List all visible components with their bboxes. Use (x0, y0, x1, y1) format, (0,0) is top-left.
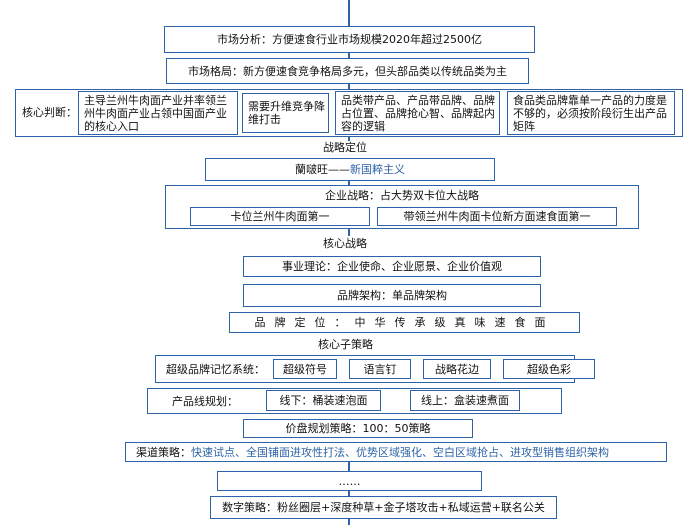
channel-strategy-box: 渠道策略：快速试点、全国铺面进攻性打法、优势区域强化、空白区域抢占、进攻型销售组… (125, 442, 667, 462)
market-pattern-text: 市场格局：新方便速食竞争格局多元，但头部品类以传统品类为主 (188, 64, 507, 78)
brand-memory-super-color: 超级色彩 (503, 359, 595, 379)
enterprise-strategy-item-2: 带领兰州牛肉面卡位新方面速食面第一 (377, 207, 617, 226)
channel-strategy-label: 渠道策略： (136, 445, 191, 459)
ellipsis-box: …… (217, 471, 482, 491)
strategy-positioning-box: 蘭啵旺——新国粹主义 (205, 158, 495, 181)
market-pattern-box: 市场格局：新方便速食竞争格局多元，但头部品类以传统品类为主 (166, 58, 529, 84)
brand-memory-super-symbol: 超级符号 (273, 359, 337, 379)
product-line-online: 线上：盒装速煮面 (410, 390, 520, 411)
connector-3 (348, 137, 350, 141)
connector-1 (348, 53, 350, 58)
enterprise-strategy-item-1: 卡位兰州牛肉面第一 (190, 207, 370, 226)
core-judgement-item-2: 需要升维竞争降维打击 (242, 93, 329, 133)
enterprise-strategy-title: 企业战略：占大势双卡位大战略 (325, 189, 479, 202)
strategy-positioning-heading: 战略定位 (323, 141, 367, 154)
connector-7 (348, 491, 350, 496)
core-judgement-item-4: 食品类品牌靠单一产品的力度是不够的，必须按阶段衍生出产品矩阵 (507, 91, 675, 135)
core-strategy-business-theory: 事业理论：企业使命、企业愿景、企业价值观 (243, 256, 541, 277)
slogan-highlight: 新国粹主义 (350, 163, 405, 176)
brand-memory-language-nail: 语言钉 (349, 359, 411, 379)
brand-memory-strategic-lace: 战略花边 (423, 359, 491, 379)
brand-memory-label: 超级品牌记忆系统： (166, 363, 265, 376)
connector-2 (348, 84, 350, 89)
core-sub-strategy-heading: 核心子策略 (318, 338, 373, 351)
connector-6 (348, 462, 350, 471)
core-judgement-item-3: 品类带产品、产品带品牌、品牌占位置、品牌抢心智、品牌起内容的逻辑 (335, 91, 500, 135)
connector-top (348, 0, 350, 26)
core-judgement-label: 核心判断： (22, 106, 77, 119)
product-line-label: 产品线规划： (172, 395, 238, 408)
core-judgement-item-1: 主导兰州牛肉面产业并率领兰州牛肉面产业占领中国面产业的核心入口 (78, 91, 238, 135)
connector-5 (348, 229, 350, 236)
slogan-prefix: 蘭啵旺—— (295, 163, 350, 176)
product-line-offline: 线下：桶装速泡面 (266, 390, 381, 411)
channel-strategy-text: 快速试点、全国铺面进攻性打法、优势区域强化、空白区域抢占、进攻型销售组织架构 (191, 445, 609, 459)
market-analysis-text: 市场分析：方便速食行业市场规模2020年超过2500亿 (217, 33, 482, 46)
digital-strategy-box: 数字策略：粉丝圈层+深度种草+金子塔攻击+私域运营+联名公关 (210, 496, 557, 519)
core-strategy-brand-positioning: 品牌定位：中华传承级真味速食面 (229, 312, 580, 333)
core-strategy-brand-architecture: 品牌架构：单品牌架构 (243, 284, 541, 307)
connector-bottom (348, 519, 350, 525)
core-strategy-heading: 核心战略 (323, 237, 367, 250)
market-analysis-box: 市场分析：方便速食行业市场规模2020年超过2500亿 (164, 26, 535, 53)
price-strategy-box: 价盘规划策略：100：50策略 (243, 419, 473, 438)
connector-4 (348, 181, 350, 185)
